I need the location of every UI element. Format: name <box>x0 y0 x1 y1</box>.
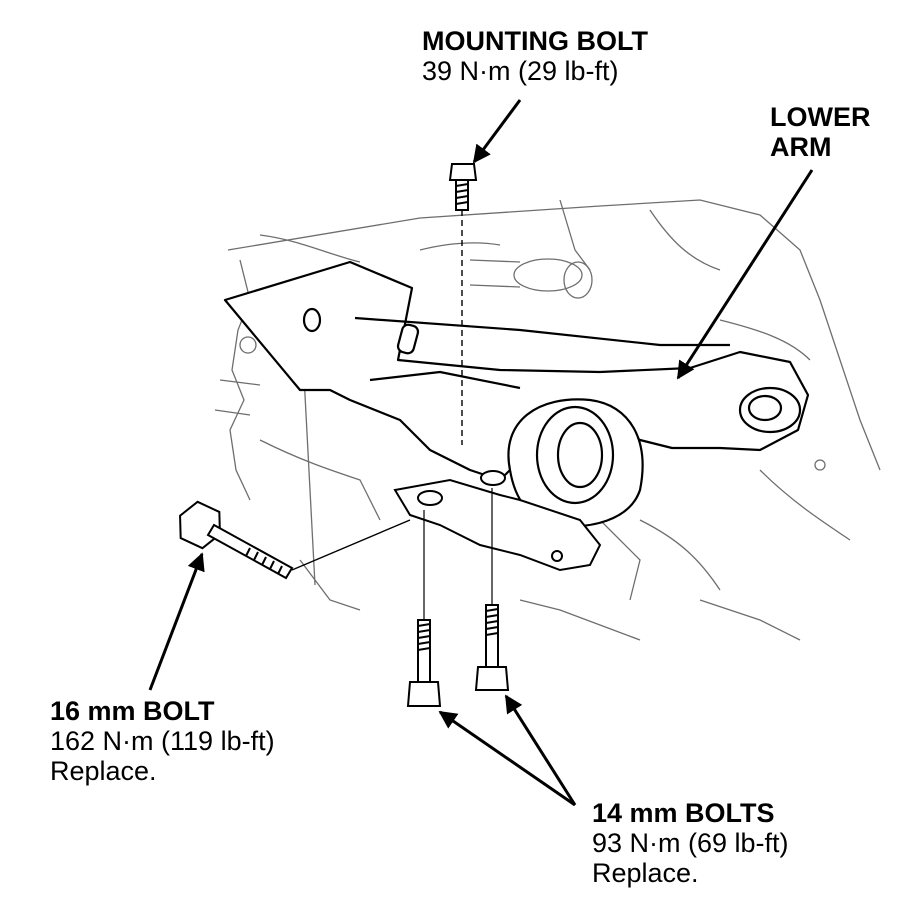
bolt-16mm-title: 16 mm BOLT <box>50 696 215 726</box>
mounting-bolt-title: MOUNTING BOLT <box>422 26 648 56</box>
bolt-14mm-right <box>474 604 510 691</box>
callout-arrows <box>148 99 814 807</box>
bolts-14mm-title: 14 mm BOLTS <box>592 798 775 828</box>
bolt-14mm-left <box>406 619 442 707</box>
lower-arm-label: LOWER ARM <box>770 102 871 162</box>
arm-bracket <box>393 470 602 572</box>
arm-bushing <box>507 398 644 528</box>
bolt-16mm-axis <box>291 519 411 571</box>
bolts-14mm-torque: 93 N·m (69 lb-ft) <box>592 828 789 859</box>
bolts-14mm-note: Replace. <box>592 858 699 889</box>
bolts-14mm-label: 14 mm BOLTS 93 N·m (69 lb-ft) Replace. <box>592 798 789 889</box>
bolt-14mm-left-arrow <box>438 710 576 807</box>
bolt-16mm-label: 16 mm BOLT 162 N·m (119 lb-ft) Replace. <box>50 696 275 787</box>
chassis-background <box>214 199 881 641</box>
mounting-bolt-label: MOUNTING BOLT 39 N·m (29 lb-ft) <box>422 26 648 86</box>
bolt-16mm <box>179 500 294 580</box>
bolt-16mm-note: Replace. <box>50 756 157 787</box>
bolt-16mm-arrow <box>148 552 205 691</box>
mounting-bolt-arrow <box>472 99 522 164</box>
mounting-bolt-torque: 39 N·m (29 lb-ft) <box>422 56 619 87</box>
lower-arm-line2: ARM <box>770 132 832 163</box>
lower-arm-line1: LOWER <box>770 102 871 132</box>
lower-arm-arrow <box>676 169 814 380</box>
mounting-bolt <box>448 163 478 211</box>
bolt-16mm-torque: 162 N·m (119 lb-ft) <box>50 726 275 757</box>
lower-arm <box>223 260 810 482</box>
bolt-14mm-right-arrow <box>504 694 577 806</box>
